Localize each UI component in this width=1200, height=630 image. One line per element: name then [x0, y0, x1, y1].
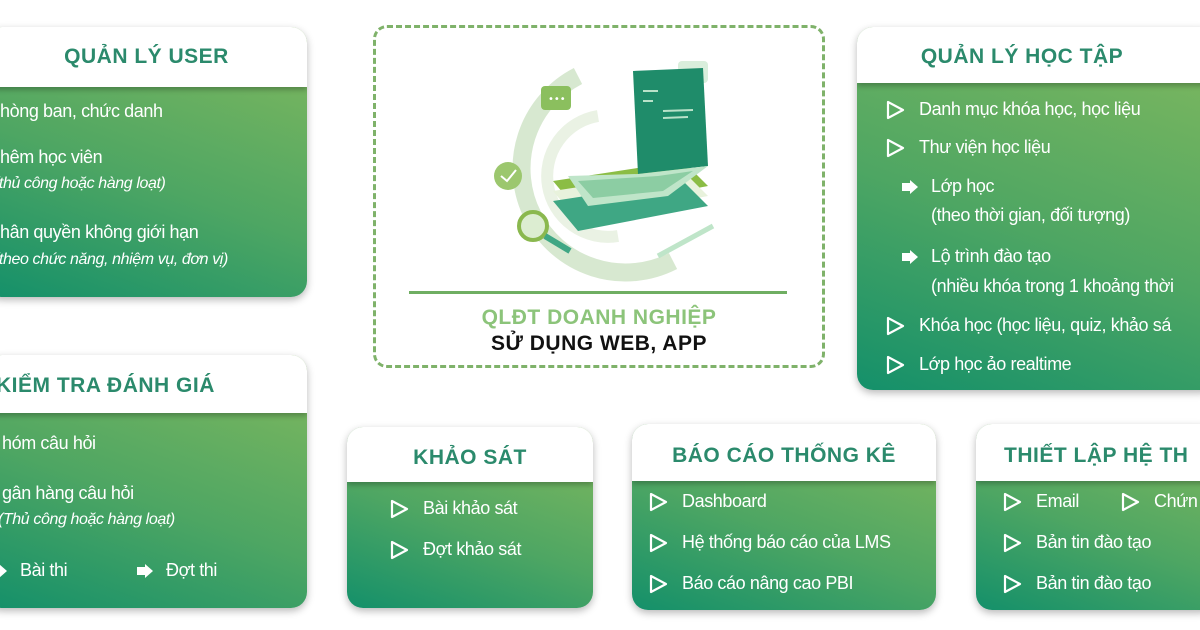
list-item: hòng ban, chức danh [0, 101, 163, 122]
system-settings-card: THIẾT LẬP HỆ TH Email Chứn Bản tin đào t… [976, 424, 1200, 610]
item-text: Dashboard [682, 491, 767, 511]
list-item-note: (nhiều khóa trong 1 khoảng thời [931, 276, 1174, 297]
report-card: BÁO CÁO THỐNG KÊ Dashboard Hệ thống báo … [632, 424, 936, 610]
play-triangle-icon [648, 533, 668, 553]
sub-list-item: Lớp học [901, 176, 994, 197]
divider [409, 291, 787, 294]
list-item: Bản tin đào tạo [1002, 532, 1152, 553]
item-text: Lộ trình đào tạo [931, 246, 1051, 266]
item-text: Lớp học ảo realtime [919, 354, 1072, 374]
list-item: Danh mục khóa học, học liệu [885, 99, 1141, 120]
item-note: (nhiều khóa trong 1 khoảng thời [931, 276, 1174, 296]
item-text: Hệ thống báo cáo của LMS [682, 532, 891, 552]
list-item: hóm câu hỏi [2, 433, 96, 454]
item-text: Bài khảo sát [423, 498, 518, 518]
item-text: Khóa học (học liệu, quiz, khảo sá [919, 315, 1171, 335]
center-title: QLĐT DOANH NGHIỆP [481, 306, 717, 329]
play-triangle-icon [885, 138, 905, 158]
item-text: hóm câu hỏi [2, 433, 96, 453]
list-item: Khóa học (học liệu, quiz, khảo sá [885, 315, 1171, 336]
list-item: Email [1002, 491, 1079, 512]
play-triangle-icon [648, 492, 668, 512]
card-title: QUẢN LÝ HỌC TẬP [857, 27, 1200, 83]
arrow-icon [0, 564, 8, 578]
item-text: Chứn [1154, 491, 1198, 511]
play-triangle-icon [389, 499, 409, 519]
item-text: Bản tin đào tạo [1036, 573, 1152, 593]
play-triangle-icon [648, 574, 668, 594]
item-text: hòng ban, chức danh [0, 101, 163, 121]
list-item: Thư viện học liệu [885, 137, 1051, 158]
list-item-note: (Thủ công hoặc hàng loạt) [0, 511, 175, 529]
arrow-icon [901, 180, 919, 194]
item-text: Bản tin đào tạo [1036, 532, 1152, 552]
card-title: BÁO CÁO THỐNG KÊ [632, 424, 936, 481]
list-item: gân hàng câu hỏi [2, 483, 134, 504]
arrow-icon [901, 250, 919, 264]
play-triangle-icon [885, 355, 905, 375]
laptop-books-icon: ••• [494, 61, 715, 282]
card-title: QUẢN LÝ USER [0, 27, 307, 87]
item-text: hân quyền không giới hạn [0, 222, 199, 242]
card-title: KIỂM TRA ĐÁNH GIÁ [0, 355, 307, 413]
item-text: hêm học viên [0, 147, 103, 167]
list-item: Bản tin đào tạo [1002, 573, 1152, 594]
item-text: gân hàng câu hỏi [2, 483, 134, 503]
sub-list-item: Lộ trình đào tạo [901, 246, 1051, 267]
user-management-card: QUẢN LÝ USER hòng ban, chức danh hêm học… [0, 27, 307, 297]
play-triangle-icon [1002, 533, 1022, 553]
sub-list-item: Bài thi [0, 560, 68, 581]
item-note: (theo thời gian, đối tượng) [931, 205, 1130, 225]
item-text: Danh mục khóa học, học liệu [919, 99, 1141, 119]
list-item: hêm học viên [0, 147, 103, 168]
item-text: Đợt thi [166, 560, 218, 580]
item-text: Báo cáo nâng cao PBI [682, 573, 854, 593]
arrow-icon [136, 564, 154, 578]
play-triangle-icon [1120, 492, 1140, 512]
list-item: Lớp học ảo realtime [885, 354, 1072, 375]
list-item: Dashboard [648, 491, 767, 512]
center-panel: ••• QLĐT DOANH NGHIỆP SỬ DỤNG WEB, APP [373, 25, 825, 368]
play-triangle-icon [389, 540, 409, 560]
item-text: Bài thi [20, 560, 68, 580]
list-item: Hệ thống báo cáo của LMS [648, 532, 891, 553]
center-subtitle: SỬ DỤNG WEB, APP [491, 332, 707, 355]
play-triangle-icon [1002, 492, 1022, 512]
list-item: Bài khảo sát [389, 498, 518, 519]
item-note: (theo chức năng, nhiệm vụ, đơn vị) [0, 251, 228, 268]
learning-management-card: QUẢN LÝ HỌC TẬP Danh mục khóa học, học l… [857, 27, 1200, 390]
item-text: Email [1036, 491, 1080, 511]
list-item: hân quyền không giới hạn [0, 222, 199, 243]
list-item-note: (thủ công hoặc hàng loạt) [0, 175, 166, 193]
svg-text:•••: ••• [548, 94, 566, 105]
card-title: KHẢO SÁT [347, 427, 593, 482]
card-title: THIẾT LẬP HỆ TH [976, 424, 1200, 481]
assessment-card: KIỂM TRA ĐÁNH GIÁ hóm câu hỏi gân hàng c… [0, 355, 307, 608]
list-item-note: (theo thời gian, đối tượng) [931, 205, 1130, 226]
item-text: Thư viện học liệu [919, 137, 1051, 157]
sub-list-item: Đợt thi [136, 560, 217, 581]
play-triangle-icon [1002, 574, 1022, 594]
item-note: (Thủ công hoặc hàng loạt) [0, 511, 175, 528]
item-text: Lớp học [931, 176, 995, 196]
list-item-note: (theo chức năng, nhiệm vụ, đơn vị) [0, 251, 228, 269]
item-text: Đợt khảo sát [423, 539, 522, 559]
list-item: Đợt khảo sát [389, 539, 521, 560]
list-item: Báo cáo nâng cao PBI [648, 573, 854, 594]
item-note: (thủ công hoặc hàng loạt) [0, 175, 166, 192]
list-item: Chứn [1120, 491, 1198, 512]
play-triangle-icon [885, 316, 905, 336]
play-triangle-icon [885, 100, 905, 120]
survey-card: KHẢO SÁT Bài khảo sát Đợt khảo sát [347, 427, 593, 608]
